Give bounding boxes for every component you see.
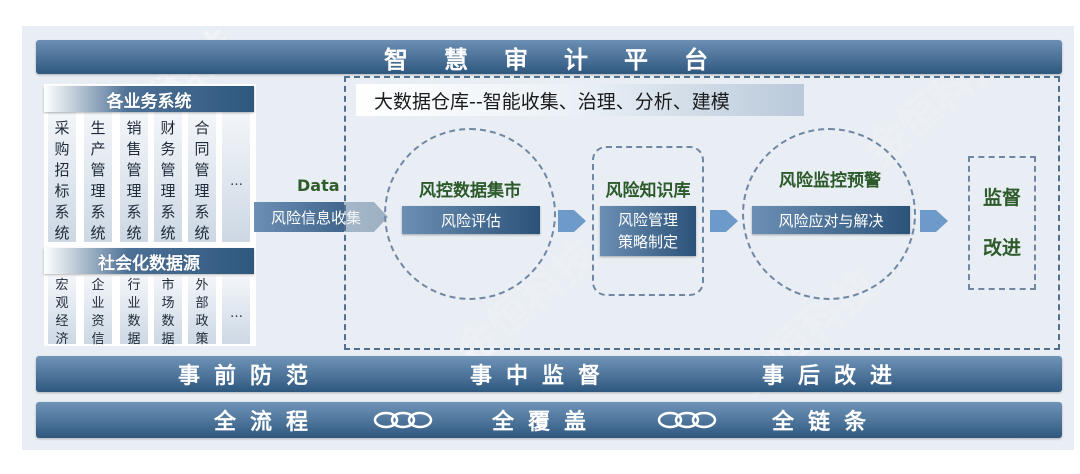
social-column: 企业资信 xyxy=(91,278,105,347)
platform-title: 智慧审计平台 xyxy=(384,45,744,74)
business-column: 合同管理系统 xyxy=(194,119,210,242)
business-column: 销售管理系统 xyxy=(126,119,142,242)
business-column: 财务管理系统 xyxy=(160,119,176,242)
social-column: 宏观经济 xyxy=(55,278,69,347)
risk-strategy-box: 风险管理 策略制定 xyxy=(600,206,696,256)
risk-data-mart-circle xyxy=(384,128,556,300)
phase-after: 事后改进 xyxy=(762,364,907,389)
supervise-improve-box: 监督 改进 xyxy=(968,156,1036,290)
risk-strategy-line1: 风险管理 xyxy=(617,211,678,229)
risk-knowledge-base-frame xyxy=(592,146,704,296)
supervise-line1: 监督 xyxy=(982,187,1021,209)
social-column: 市场数据 xyxy=(161,278,175,347)
platform-title-banner: 智慧审计平台 xyxy=(36,40,1062,74)
column-stripe xyxy=(188,112,216,242)
column-stripe xyxy=(120,276,148,344)
risk-info-collection: 风险信息收集 xyxy=(270,208,361,227)
column-stripe xyxy=(48,112,76,242)
warehouse-title: 大数据仓库--智能收集、治理、分析、建模 xyxy=(356,84,804,116)
phase-during: 事中监督 xyxy=(470,364,615,389)
risk-monitoring-title: 风险监控预警 xyxy=(779,171,881,191)
chain-link-icon xyxy=(657,411,717,429)
business-systems-header: 各业务系统 xyxy=(44,86,254,112)
column-stripe xyxy=(154,112,182,242)
column-stripe xyxy=(222,276,250,344)
data-label: Data xyxy=(297,176,340,195)
risk-data-mart-title: 风控数据集市 xyxy=(419,181,521,201)
flow-arrow-icon xyxy=(558,210,586,232)
more-ellipsis: … xyxy=(230,306,243,321)
phase-before: 事前防范 xyxy=(178,364,323,389)
chain-link-icon xyxy=(373,411,433,429)
social-column: 外部政策 xyxy=(195,278,209,347)
social-column: 行业数据 xyxy=(127,278,141,347)
business-systems-header-label: 各业务系统 xyxy=(106,91,192,112)
coverage-process: 全流程 xyxy=(214,410,323,435)
column-stripe xyxy=(188,276,216,344)
column-stripe xyxy=(48,276,76,344)
phase-band: 事前防范 事中监督 事后改进 xyxy=(36,356,1062,392)
column-stripe xyxy=(222,112,250,242)
flow-arrow-icon xyxy=(710,210,738,232)
warehouse-title-text: 大数据仓库--智能收集、治理、分析、建模 xyxy=(374,90,730,113)
column-stripe xyxy=(84,276,112,344)
data-sources-panel: 各业务系统 采购招标系统 生产管理系统 销售管理系统 财务管理系统 合同管理系统… xyxy=(44,84,256,347)
risk-knowledge-base-title: 风险知识库 xyxy=(605,181,691,201)
business-column: 采购招标系统 xyxy=(54,119,70,242)
coverage-band: 全流程 全覆盖 全链条 xyxy=(36,402,1062,438)
risk-response-box: 风险应对与解决 xyxy=(752,206,910,234)
column-stripe xyxy=(120,112,148,242)
coverage-all: 全覆盖 xyxy=(492,410,601,435)
social-sources-header-label: 社会化数据源 xyxy=(98,253,200,274)
risk-strategy-line2: 策略制定 xyxy=(617,233,678,251)
risk-monitoring-circle xyxy=(742,128,916,300)
coverage-chain: 全链条 xyxy=(772,410,881,435)
flow-arrow-icon xyxy=(920,210,948,232)
column-stripe xyxy=(84,112,112,242)
column-stripe xyxy=(154,276,182,344)
business-column: 生产管理系统 xyxy=(90,119,106,242)
supervise-line2: 改进 xyxy=(982,237,1021,259)
risk-assessment-box: 风险评估 xyxy=(402,206,540,234)
more-ellipsis: … xyxy=(230,174,243,189)
social-sources-header: 社会化数据源 xyxy=(44,248,254,274)
